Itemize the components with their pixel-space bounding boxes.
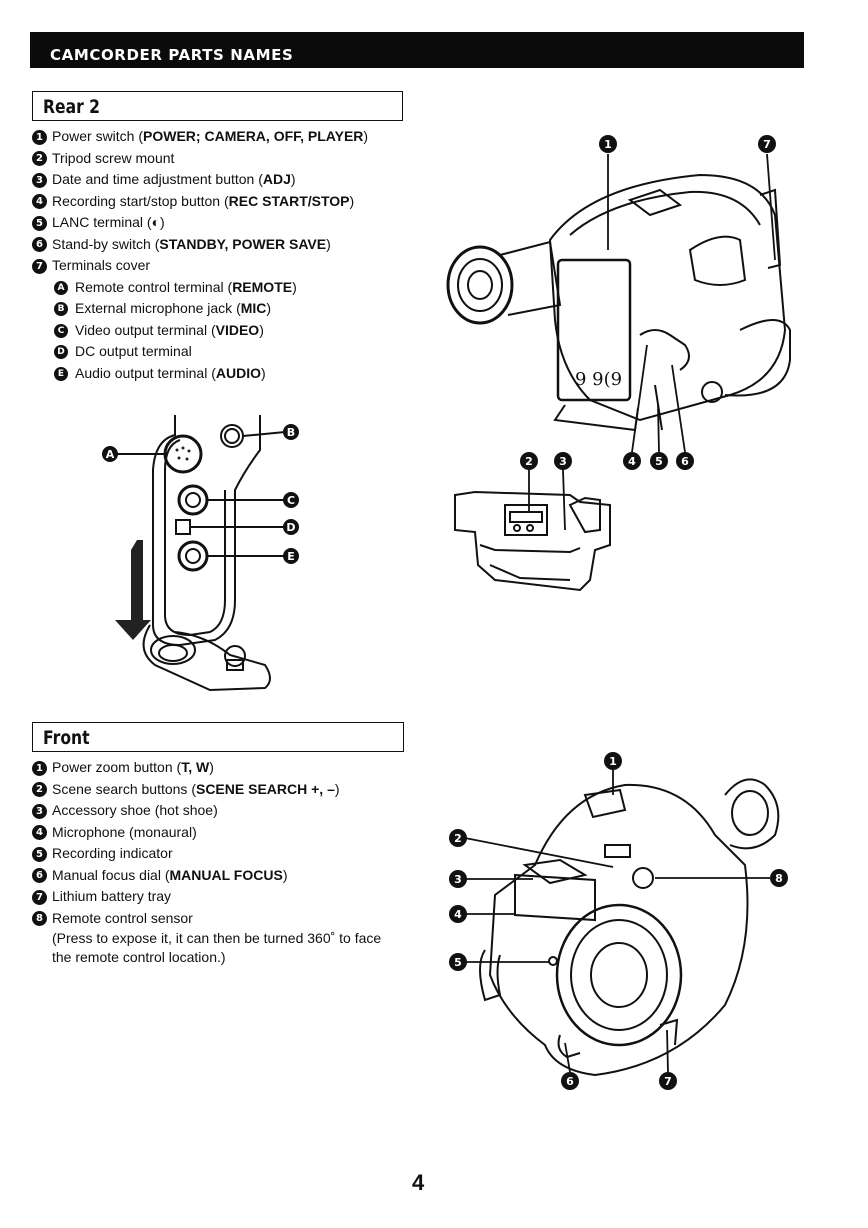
front-section-title: Front	[43, 727, 90, 749]
svg-text:1: 1	[604, 138, 612, 151]
section-header-bar: CAMCORDER PARTS NAMES	[30, 32, 804, 68]
svg-text:C: C	[287, 494, 295, 507]
front-section-title-box: Front	[32, 722, 404, 752]
terminals-closeup-illustration: A B C D E	[102, 415, 299, 692]
svg-text:D: D	[286, 521, 295, 534]
svg-text:3: 3	[559, 455, 567, 468]
handwritten-note: 9 9(9	[575, 369, 622, 390]
camcorder-bottom-illustration: 2 3	[454, 452, 611, 592]
svg-text:8: 8	[775, 872, 783, 885]
svg-text:4: 4	[454, 908, 462, 921]
page-number: 4	[412, 1170, 425, 1195]
svg-text:6: 6	[566, 1075, 574, 1088]
svg-text:7: 7	[763, 138, 771, 151]
svg-text:6: 6	[681, 455, 689, 468]
svg-text:5: 5	[454, 956, 462, 969]
svg-text:2: 2	[525, 455, 533, 468]
svg-text:5: 5	[655, 455, 663, 468]
svg-text:E: E	[287, 550, 295, 563]
page-title: CAMCORDER PARTS NAMES	[50, 46, 294, 64]
svg-text:2: 2	[454, 832, 462, 845]
svg-text:B: B	[287, 426, 295, 439]
svg-text:4: 4	[628, 455, 636, 468]
camcorder-front-illustration: 1 2 3 4 5 8 6 7	[449, 752, 788, 1090]
svg-text:A: A	[106, 448, 115, 461]
svg-text:7: 7	[664, 1075, 672, 1088]
camcorder-rear-illustration: 9 9(9 1 7 4 5 6	[446, 135, 791, 470]
rear-section-title-box: Rear 2	[32, 91, 403, 121]
rear-section-title: Rear 2	[43, 96, 101, 118]
svg-text:1: 1	[609, 755, 617, 768]
svg-text:3: 3	[454, 873, 462, 886]
remote-sensor-note: (Press to expose it, it can then be turn…	[52, 930, 382, 965]
